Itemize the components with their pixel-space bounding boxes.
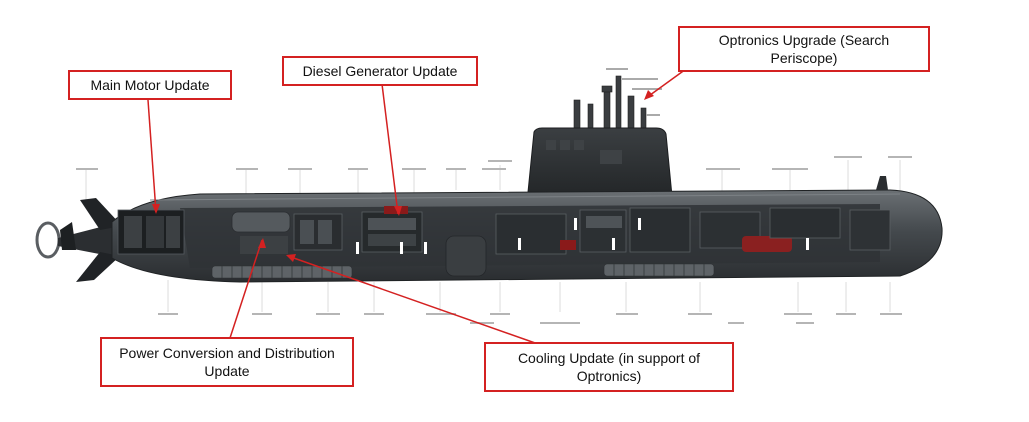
leader-lines-gray	[85, 160, 901, 312]
sail-windows	[546, 140, 622, 164]
callout-power-conversion: Power Conversion and Distribution Update	[100, 337, 354, 387]
masts	[573, 75, 647, 133]
battery-cells	[221, 264, 705, 278]
stern-propulsor	[35, 198, 122, 282]
mast-labels	[606, 68, 662, 116]
callout-diesel-generator: Diesel Generator Update	[282, 56, 478, 86]
callout-power-conversion-text: Power Conversion and Distribution Update	[119, 345, 335, 379]
indicator-markers	[356, 218, 809, 254]
battery-banks	[211, 263, 715, 279]
callout-arrowheads	[152, 90, 654, 262]
callout-optronics: Optronics Upgrade (Search Periscope)	[678, 26, 930, 72]
tiny-label-marks	[76, 156, 912, 324]
callout-cooling: Cooling Update (in support of Optronics)	[484, 342, 734, 392]
callout-diesel-generator-text: Diesel Generator Update	[302, 63, 458, 79]
callout-main-motor-text: Main Motor Update	[90, 77, 210, 93]
callout-optronics-text: Optronics Upgrade (Search Periscope)	[718, 32, 890, 66]
callout-cooling-text: Cooling Update (in support of Optronics)	[517, 350, 701, 384]
bow-fin	[876, 176, 888, 190]
callout-main-motor: Main Motor Update	[68, 70, 232, 100]
